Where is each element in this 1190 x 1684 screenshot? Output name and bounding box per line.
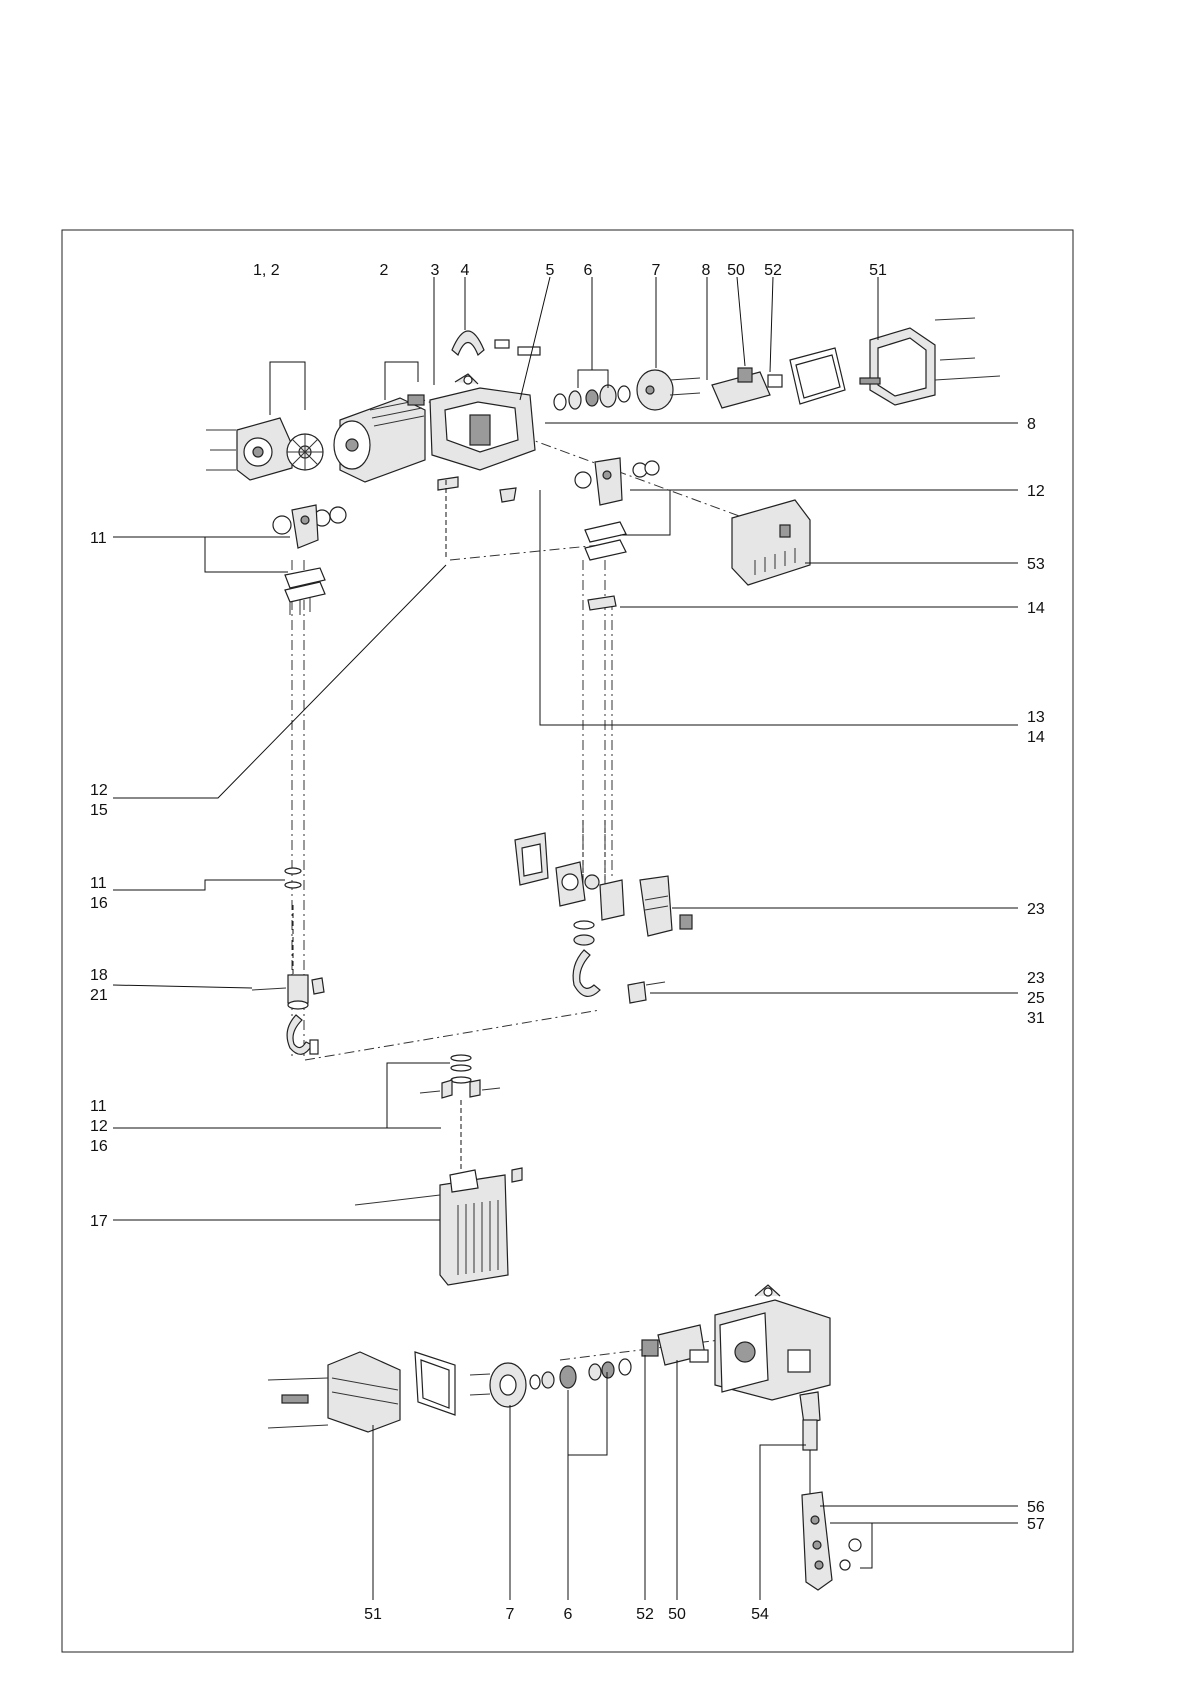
- bottom-hook-right: [573, 921, 600, 996]
- label-left-6: 21: [90, 987, 108, 1004]
- chain-links-top: [438, 477, 516, 502]
- gear-housing-bottom: [715, 1285, 830, 1400]
- label-top-0: 1, 2: [253, 262, 280, 279]
- label-right-5: 14: [1027, 729, 1045, 746]
- label-top-9: 52: [764, 262, 782, 279]
- label-top-5: 6: [584, 262, 593, 279]
- label-left-9: 16: [90, 1138, 108, 1155]
- chain-stopper-center: [420, 1055, 500, 1098]
- label-right-8: 25: [1027, 990, 1045, 1007]
- chain-guide-left: [273, 505, 346, 615]
- control-board-bottom: [642, 1325, 708, 1365]
- cover-gasket-bottom: [415, 1352, 455, 1415]
- label-left-10: 17: [90, 1213, 108, 1230]
- chain-right: [583, 820, 605, 880]
- label-top-6: 7: [652, 262, 661, 279]
- control-board-top: [712, 368, 782, 408]
- label-right-2: 53: [1027, 556, 1045, 573]
- label-right-4: 13: [1027, 709, 1045, 726]
- fan-impeller: [287, 434, 323, 470]
- label-right-7: 23: [1027, 970, 1045, 987]
- label-top-8: 50: [727, 262, 745, 279]
- label-right-6: 23: [1027, 901, 1045, 918]
- label-left-1: 12: [90, 782, 108, 799]
- label-bottom-3: 52: [636, 1606, 654, 1623]
- label-bottom-2: 6: [564, 1606, 573, 1623]
- label-right-9: 31: [1027, 1010, 1045, 1027]
- label-bottom-1: 7: [506, 1606, 515, 1623]
- pendant-control: [802, 1492, 861, 1590]
- label-top-10: 51: [869, 262, 887, 279]
- label-bottom-5: 54: [751, 1606, 769, 1623]
- label-bottom-0: 51: [364, 1606, 382, 1623]
- chain-sprocket: [556, 862, 599, 906]
- brake-unit-top: [637, 370, 700, 410]
- rear-cover: [732, 500, 810, 585]
- label-top-2: 3: [431, 262, 440, 279]
- label-right-11: 57: [1027, 1516, 1045, 1533]
- motor: [334, 395, 425, 482]
- label-right-1: 12: [1027, 483, 1045, 500]
- gear-housing: [430, 374, 535, 470]
- chain-container: [600, 876, 692, 936]
- label-top-4: 5: [546, 262, 555, 279]
- gear-set-bottom: [530, 1359, 631, 1389]
- label-left-4: 16: [90, 895, 108, 912]
- electrical-cover-bottom: [268, 1352, 400, 1432]
- part-labels: 1, 2 2 3 4 5 6 7 8 50 52 51 8 12 53 14 1…: [90, 262, 1045, 1623]
- label-left-5: 18: [90, 967, 108, 984]
- bottom-hook-left: [252, 975, 324, 1054]
- label-right-0: 8: [1027, 416, 1036, 433]
- label-left-0: 11: [90, 530, 107, 547]
- label-top-7: 8: [702, 262, 711, 279]
- label-left-8: 12: [90, 1118, 108, 1135]
- trolley-plate: [515, 833, 548, 885]
- brake-unit-bottom: [470, 1363, 526, 1407]
- label-right-3: 14: [1027, 600, 1045, 617]
- chain-bucket: [355, 1168, 522, 1285]
- fan-cover: [206, 418, 292, 480]
- label-top-1: 2: [380, 262, 389, 279]
- label-top-3: 4: [461, 262, 470, 279]
- label-bottom-4: 50: [668, 1606, 686, 1623]
- washers-left: [285, 868, 301, 888]
- label-left-3: 11: [90, 875, 107, 892]
- cover-gasket-top: [790, 348, 845, 404]
- chain-guide-right: [575, 458, 659, 610]
- gear-set-top: [554, 385, 630, 410]
- label-right-10: 56: [1027, 1499, 1045, 1516]
- label-left-2: 15: [90, 802, 108, 819]
- suspension-bracket: [452, 331, 540, 355]
- electrical-cover-top: [860, 318, 1000, 405]
- label-left-7: 11: [90, 1098, 107, 1115]
- pendant-cable: [800, 1392, 820, 1495]
